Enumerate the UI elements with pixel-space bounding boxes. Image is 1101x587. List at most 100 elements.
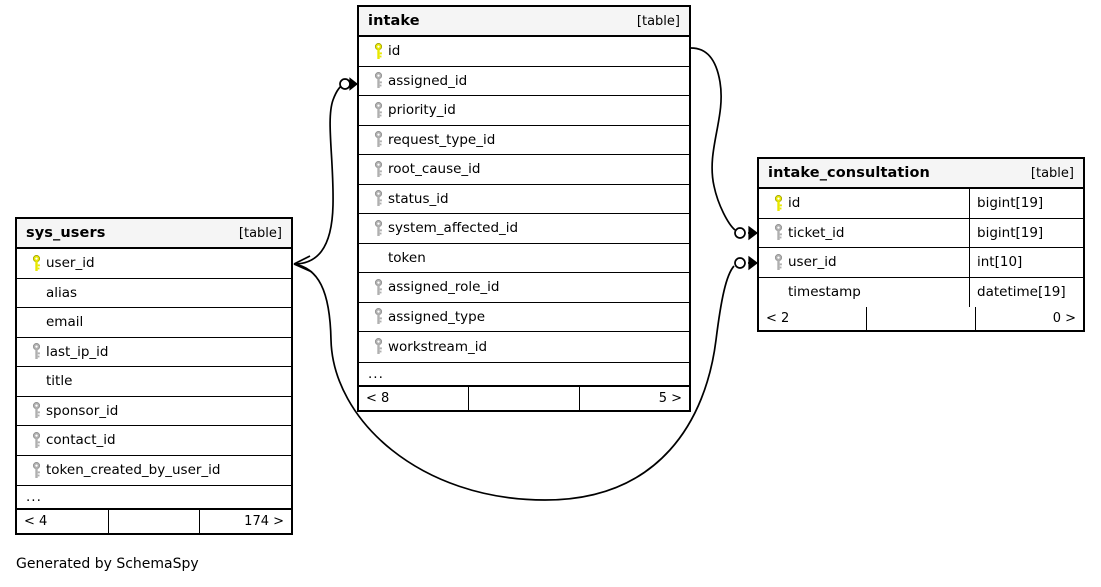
footer-children-count[interactable]: 5 > — [658, 390, 682, 406]
table-row[interactable]: token_created_by_user_id — [17, 456, 291, 486]
column-label: token_created_by_user_id — [46, 462, 221, 479]
table-row[interactable]: request_type_id — [359, 126, 689, 155]
footer-middle — [107, 510, 201, 533]
table-row[interactable]: title — [17, 367, 291, 397]
column-label: user_id — [46, 255, 95, 272]
column-label: token — [388, 249, 426, 266]
column-name-cell[interactable]: status_id — [359, 185, 689, 214]
key-slot — [768, 194, 788, 212]
column-name-cell[interactable]: assigned_id — [359, 67, 689, 96]
table-row[interactable]: email — [17, 308, 291, 338]
foreign-key-icon — [774, 224, 782, 241]
column-name-cell[interactable]: contact_id — [17, 426, 291, 455]
table-header-intake-consultation[interactable]: intake_consultation [table] — [759, 159, 1083, 189]
table-row[interactable]: contact_id — [17, 426, 291, 456]
column-name-cell[interactable]: alias — [17, 279, 291, 308]
table-row[interactable]: user_id — [17, 249, 291, 279]
primary-key-icon — [374, 42, 382, 59]
column-name-cell[interactable]: token — [359, 244, 689, 273]
column-label: system_affected_id — [388, 220, 519, 237]
table-row[interactable]: assigned_id — [359, 67, 689, 96]
footer-children-count[interactable]: 174 > — [244, 514, 285, 529]
foreign-key-icon — [374, 219, 382, 236]
table-row[interactable]: id bigint[19] — [759, 189, 1083, 219]
table-row[interactable]: last_ip_id — [17, 338, 291, 367]
table-header-sys-users[interactable]: sys_users [table] — [17, 219, 291, 249]
column-name-cell[interactable]: ticket_id — [759, 219, 969, 248]
key-slot — [368, 338, 388, 355]
column-type: int[10] — [969, 248, 1083, 277]
table-kind-label: [table] — [636, 13, 680, 29]
table-row[interactable]: sponsor_id — [17, 397, 291, 426]
column-type: datetime[19] — [969, 277, 1083, 307]
column-label: contact_id — [46, 432, 116, 449]
column-name-cell[interactable]: system_affected_id — [359, 214, 689, 243]
primary-key-icon — [774, 194, 782, 211]
table-node-intake-consultation[interactable]: intake_consultation [table] id bigint[19]… — [757, 157, 1085, 332]
footer-parents-count[interactable]: < 8 — [366, 390, 390, 406]
footer-children-count[interactable]: 0 > — [1052, 311, 1076, 326]
table-kind-label: [table] — [1030, 165, 1074, 181]
column-label: assigned_role_id — [388, 279, 500, 296]
table-row[interactable]: id — [359, 37, 689, 67]
column-type: bigint[19] — [969, 189, 1083, 218]
column-name-cell[interactable]: token_created_by_user_id — [17, 456, 291, 486]
table-row[interactable]: root_cause_id — [359, 155, 689, 185]
table-row[interactable]: user_id int[10] — [759, 248, 1083, 278]
key-slot — [26, 431, 46, 449]
column-name-cell[interactable]: last_ip_id — [17, 338, 291, 367]
foreign-key-icon — [374, 338, 382, 355]
foreign-key-icon — [374, 160, 382, 177]
foreign-key-icon — [32, 461, 40, 478]
column-name-cell[interactable]: priority_id — [359, 96, 689, 125]
table-row[interactable]: system_affected_id — [359, 214, 689, 244]
footer-parents-count[interactable]: < 4 — [24, 514, 48, 529]
column-name-cell[interactable]: assigned_type — [359, 303, 689, 332]
column-name-cell[interactable]: workstream_id — [359, 332, 689, 362]
column-name-cell[interactable]: id — [359, 37, 689, 66]
column-name-cell[interactable]: user_id — [759, 248, 969, 277]
column-name-cell[interactable]: root_cause_id — [359, 155, 689, 184]
table-row[interactable]: alias — [17, 279, 291, 308]
footer-parents-count[interactable]: < 2 — [766, 311, 790, 326]
key-slot — [368, 42, 388, 60]
key-slot — [368, 190, 388, 207]
table-footer-intake: < 8 5 > — [359, 386, 689, 410]
column-label: priority_id — [388, 102, 456, 119]
foreign-key-icon — [374, 101, 382, 118]
key-slot — [768, 253, 788, 271]
key-slot — [368, 101, 388, 119]
key-slot — [26, 402, 46, 419]
column-name-cell[interactable]: assigned_role_id — [359, 273, 689, 302]
column-label: root_cause_id — [388, 161, 481, 178]
column-name-cell[interactable]: timestamp — [759, 278, 969, 308]
column-name-cell[interactable]: title — [17, 367, 291, 396]
column-name-cell[interactable]: user_id — [17, 249, 291, 278]
column-name-cell[interactable]: id — [759, 189, 969, 218]
column-label: id — [788, 195, 801, 212]
footer-middle — [866, 307, 976, 330]
column-label: sponsor_id — [46, 402, 119, 419]
table-row[interactable]: status_id — [359, 185, 689, 214]
column-name-cell[interactable]: sponsor_id — [17, 397, 291, 426]
table-row[interactable]: assigned_type — [359, 303, 689, 332]
column-label: assigned_id — [388, 72, 468, 89]
column-name-cell[interactable]: email — [17, 308, 291, 337]
table-header-intake[interactable]: intake [table] — [359, 7, 689, 37]
key-slot — [368, 308, 388, 325]
table-row[interactable]: priority_id — [359, 96, 689, 126]
table-row[interactable]: assigned_role_id — [359, 273, 689, 303]
table-row[interactable]: workstream_id — [359, 332, 689, 362]
column-label: user_id — [788, 254, 837, 271]
diagram-caption: Generated by SchemaSpy — [16, 556, 199, 572]
column-name-cell[interactable]: request_type_id — [359, 126, 689, 155]
edge-sys-users-to-intake — [293, 77, 358, 273]
table-row[interactable]: token — [359, 244, 689, 273]
table-footer-intake-consultation: < 2 0 > — [759, 307, 1083, 330]
